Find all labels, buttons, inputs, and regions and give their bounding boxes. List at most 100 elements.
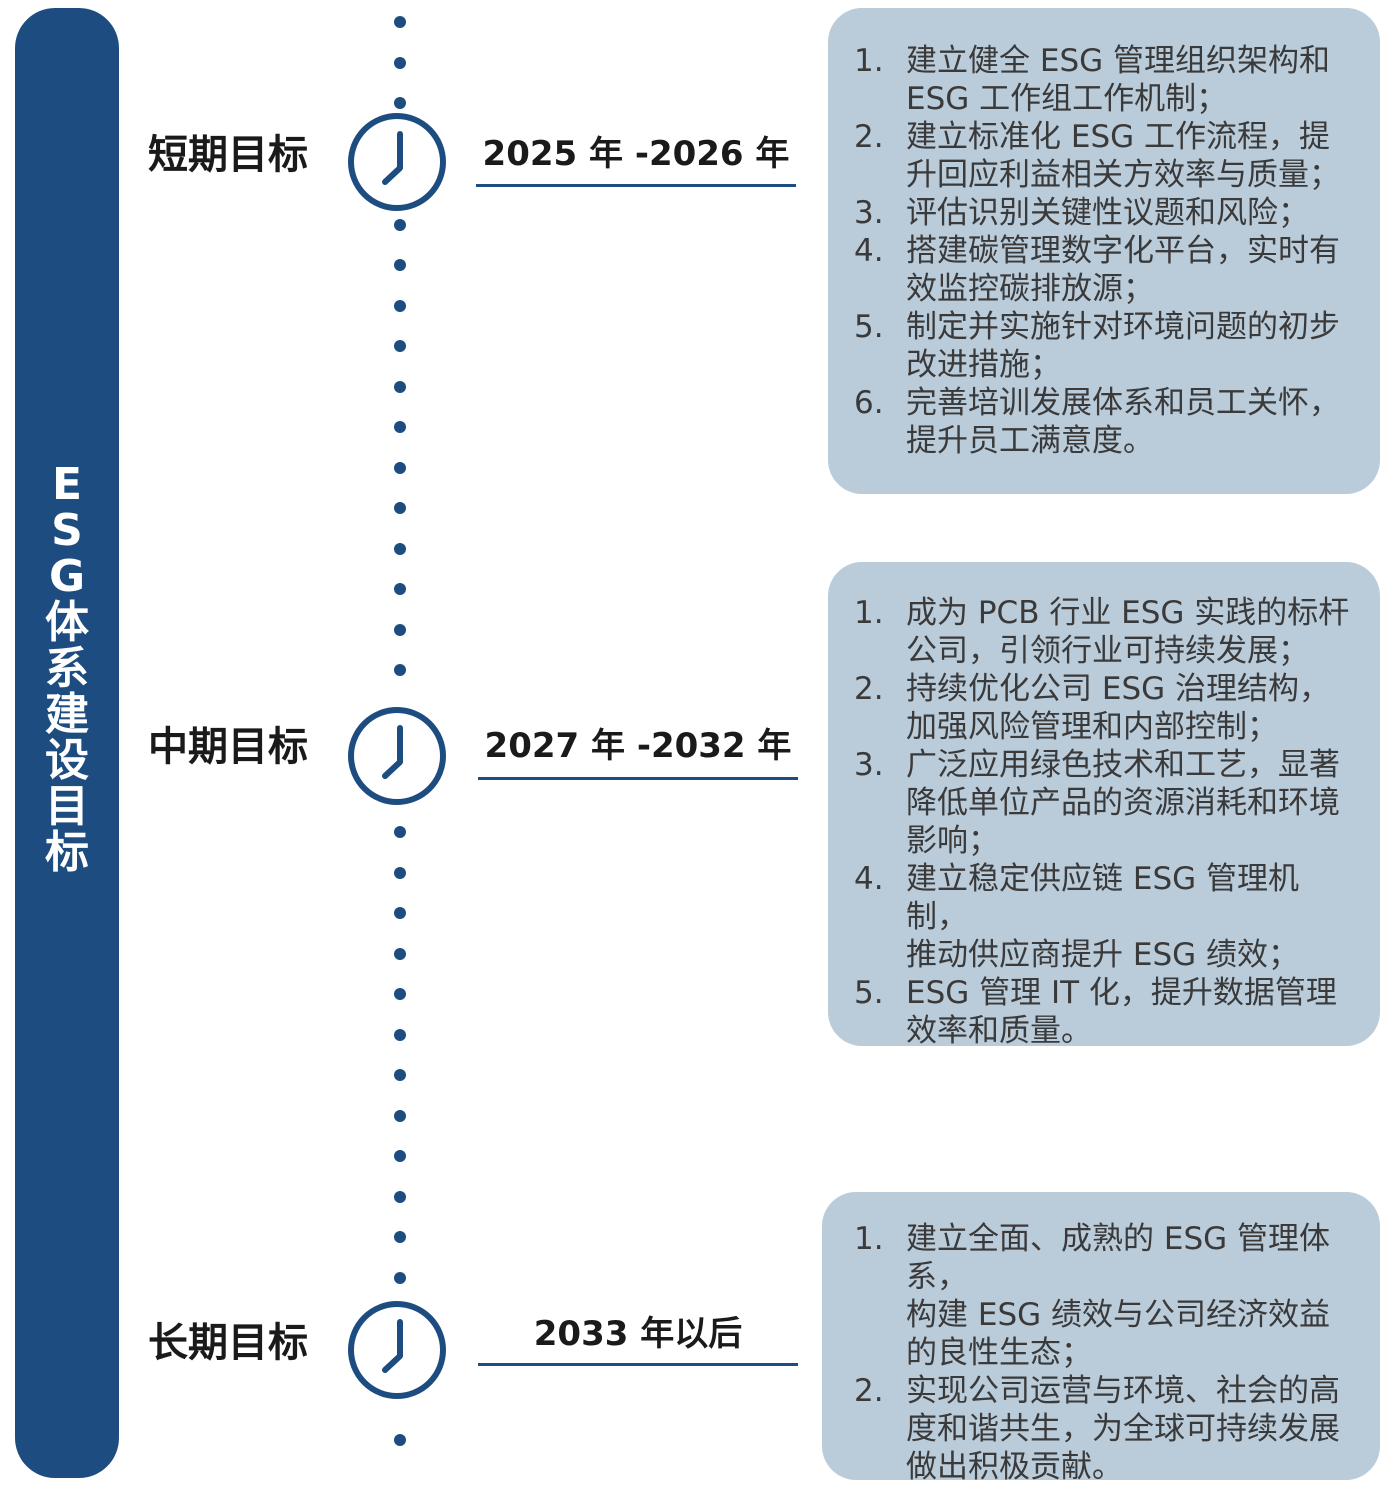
phase-label-long: 长期目标 (148, 1320, 308, 1366)
goal-text: 广泛应用绿色技术和工艺，显著降低单位产品的资源消耗和环境影响； (906, 746, 1360, 860)
goal-text-line: 影响； (906, 823, 999, 859)
goal-text-line: 降低单位产品的资源消耗和环境 (906, 785, 1340, 821)
period-underline (478, 1363, 798, 1366)
timeline-dot (394, 988, 406, 1000)
side-title: E S G 体 系 建 设 目 标 (15, 462, 119, 876)
goal-text-line: 搭建碳管理数字化平台，实时有 (906, 233, 1340, 269)
goal-text: 完善培训发展体系和员工关怀，提升员工满意度。 (906, 384, 1360, 460)
timeline-dot (394, 1434, 406, 1446)
goal-number: 3. (854, 195, 884, 231)
side-title-char: 目 (45, 781, 89, 832)
goal-text: 搭建碳管理数字化平台，实时有效监控碳排放源； (906, 232, 1360, 308)
goal-number: 6. (854, 385, 884, 421)
goal-text-line: 的良性生态； (906, 1335, 1092, 1371)
goal-text-line: 加强风险管理和内部控制； (906, 709, 1278, 745)
goal-item: 5. 制定并实施针对环境问题的初步改进措施； (854, 308, 1360, 384)
timeline-dot (394, 826, 406, 838)
goal-text-line: 广泛应用绿色技术和工艺，显著 (906, 747, 1340, 783)
goal-text: 建立全面、成熟的 ESG 管理体系，构建 ESG 绩效与公司经济效益的良性生态； (906, 1220, 1360, 1372)
side-title-char: 系 (45, 643, 89, 694)
goal-number: 1. (854, 43, 884, 79)
side-title-char: 设 (45, 735, 89, 786)
clock-icon (345, 1298, 449, 1402)
goal-number: 5. (854, 309, 884, 345)
goal-text-line: 评估识别关键性议题和风险； (906, 195, 1309, 231)
goal-item: 5.ESG 管理 IT 化，提升数据管理效率和质量。 (854, 974, 1360, 1050)
goal-list-long: 1. 建立全面、成熟的 ESG 管理体系，构建 ESG 绩效与公司经济效益的良性生… (822, 1220, 1380, 1486)
timeline-dot (394, 16, 406, 28)
goal-item: 4. 搭建碳管理数字化平台，实时有效监控碳排放源； (854, 232, 1360, 308)
goal-text-line: ESG 管理 IT 化，提升数据管理 (906, 975, 1337, 1011)
goal-number: 2. (854, 119, 884, 155)
side-title-char: 体 (45, 597, 89, 648)
timeline-dot (394, 1272, 406, 1284)
goal-text: 实现公司运营与环境、社会的高度和谐共生，为全球可持续发展做出积极贡献。 (906, 1372, 1360, 1486)
goal-number: 1. (854, 595, 884, 631)
goal-text-line: 改进措施； (906, 347, 1061, 383)
timeline-dot (394, 867, 406, 879)
timeline-dot (394, 381, 406, 393)
goal-item: 1. 成为 PCB 行业 ESG 实践的标杆公司，引领行业可持续发展； (854, 594, 1360, 670)
goal-text-line: 做出积极贡献。 (906, 1449, 1123, 1485)
goal-text-line: 完善培训发展体系和员工关怀， (906, 385, 1340, 421)
goal-list-mid: 1. 成为 PCB 行业 ESG 实践的标杆公司，引领行业可持续发展； 2. 持续优化… (828, 594, 1380, 1050)
goal-text-line: 持续优化公司 ESG 治理结构， (906, 671, 1330, 707)
side-title-char: 标 (45, 827, 89, 878)
goal-text-line: 构建 ESG 绩效与公司经济效益 (906, 1297, 1330, 1333)
goal-text: 成为 PCB 行业 ESG 实践的标杆公司，引领行业可持续发展； (906, 594, 1360, 670)
timeline-dot (394, 259, 406, 271)
side-title-char: 建 (45, 689, 89, 740)
goal-number: 2. (854, 671, 884, 707)
period-short: 2025 年 -2026 年 (482, 134, 790, 174)
timeline-dot (394, 664, 406, 676)
timeline-dot (394, 907, 406, 919)
side-title-char: G (48, 551, 86, 602)
timeline-dot (394, 543, 406, 555)
timeline-dot (394, 624, 406, 636)
timeline-dot (394, 1029, 406, 1041)
timeline-dot (394, 219, 406, 231)
goal-item: 2. 持续优化公司 ESG 治理结构，加强风险管理和内部控制； (854, 670, 1360, 746)
goal-text: ESG 管理 IT 化，提升数据管理效率和质量。 (906, 974, 1360, 1050)
goal-text-line: 效监控碳排放源； (906, 271, 1154, 307)
timeline-dot (394, 340, 406, 352)
side-title-char: E (51, 459, 83, 510)
goal-text-line: 制定并实施针对环境问题的初步 (906, 309, 1340, 345)
goal-item: 3. 评估识别关键性议题和风险； (854, 194, 1360, 232)
timeline-dot (394, 948, 406, 960)
timeline-dot (394, 1110, 406, 1122)
goal-box-mid: 1. 成为 PCB 行业 ESG 实践的标杆公司，引领行业可持续发展； 2. 持续优化… (828, 562, 1380, 1049)
goal-text-line: 成为 PCB 行业 ESG 实践的标杆 (906, 595, 1350, 631)
period-underline (478, 777, 798, 780)
timeline-dot (394, 583, 406, 595)
goal-text: 制定并实施针对环境问题的初步改进措施； (906, 308, 1360, 384)
goal-text-line: 升回应利益相关方效率与质量； (906, 157, 1340, 193)
goal-number: 4. (854, 233, 884, 269)
timeline-dot (394, 462, 406, 474)
goal-text: 持续优化公司 ESG 治理结构，加强风险管理和内部控制； (906, 670, 1360, 746)
goal-text: 评估识别关键性议题和风险； (906, 194, 1360, 232)
clock-icon (345, 110, 449, 214)
timeline-dot (394, 1231, 406, 1243)
goal-text-line: 公司，引领行业可持续发展； (906, 633, 1309, 669)
goal-text-line: ESG 工作组工作机制； (906, 81, 1228, 117)
goal-text-line: 建立全面、成熟的 ESG 管理体系， (906, 1221, 1330, 1295)
side-title-char: S (51, 505, 83, 556)
side-title-bar (15, 8, 119, 1478)
clock-icon (345, 704, 449, 808)
timeline-dot (394, 1150, 406, 1162)
timeline-dot (394, 1191, 406, 1203)
goal-item: 2.建立标准化 ESG 工作流程，提升回应利益相关方效率与质量； (854, 118, 1360, 194)
goal-text-line: 实现公司运营与环境、社会的高 (906, 1373, 1340, 1409)
goal-text-line: 效率和质量。 (906, 1013, 1092, 1049)
goal-item: 4.建立稳定供应链 ESG 管理机制，推动供应商提升 ESG 绩效； (854, 860, 1360, 974)
goal-number: 1. (854, 1221, 884, 1257)
goal-number: 3. (854, 747, 884, 783)
timeline-dot (394, 57, 406, 69)
timeline-dot (394, 421, 406, 433)
timeline-dot (394, 1069, 406, 1081)
goal-number: 4. (854, 861, 884, 897)
